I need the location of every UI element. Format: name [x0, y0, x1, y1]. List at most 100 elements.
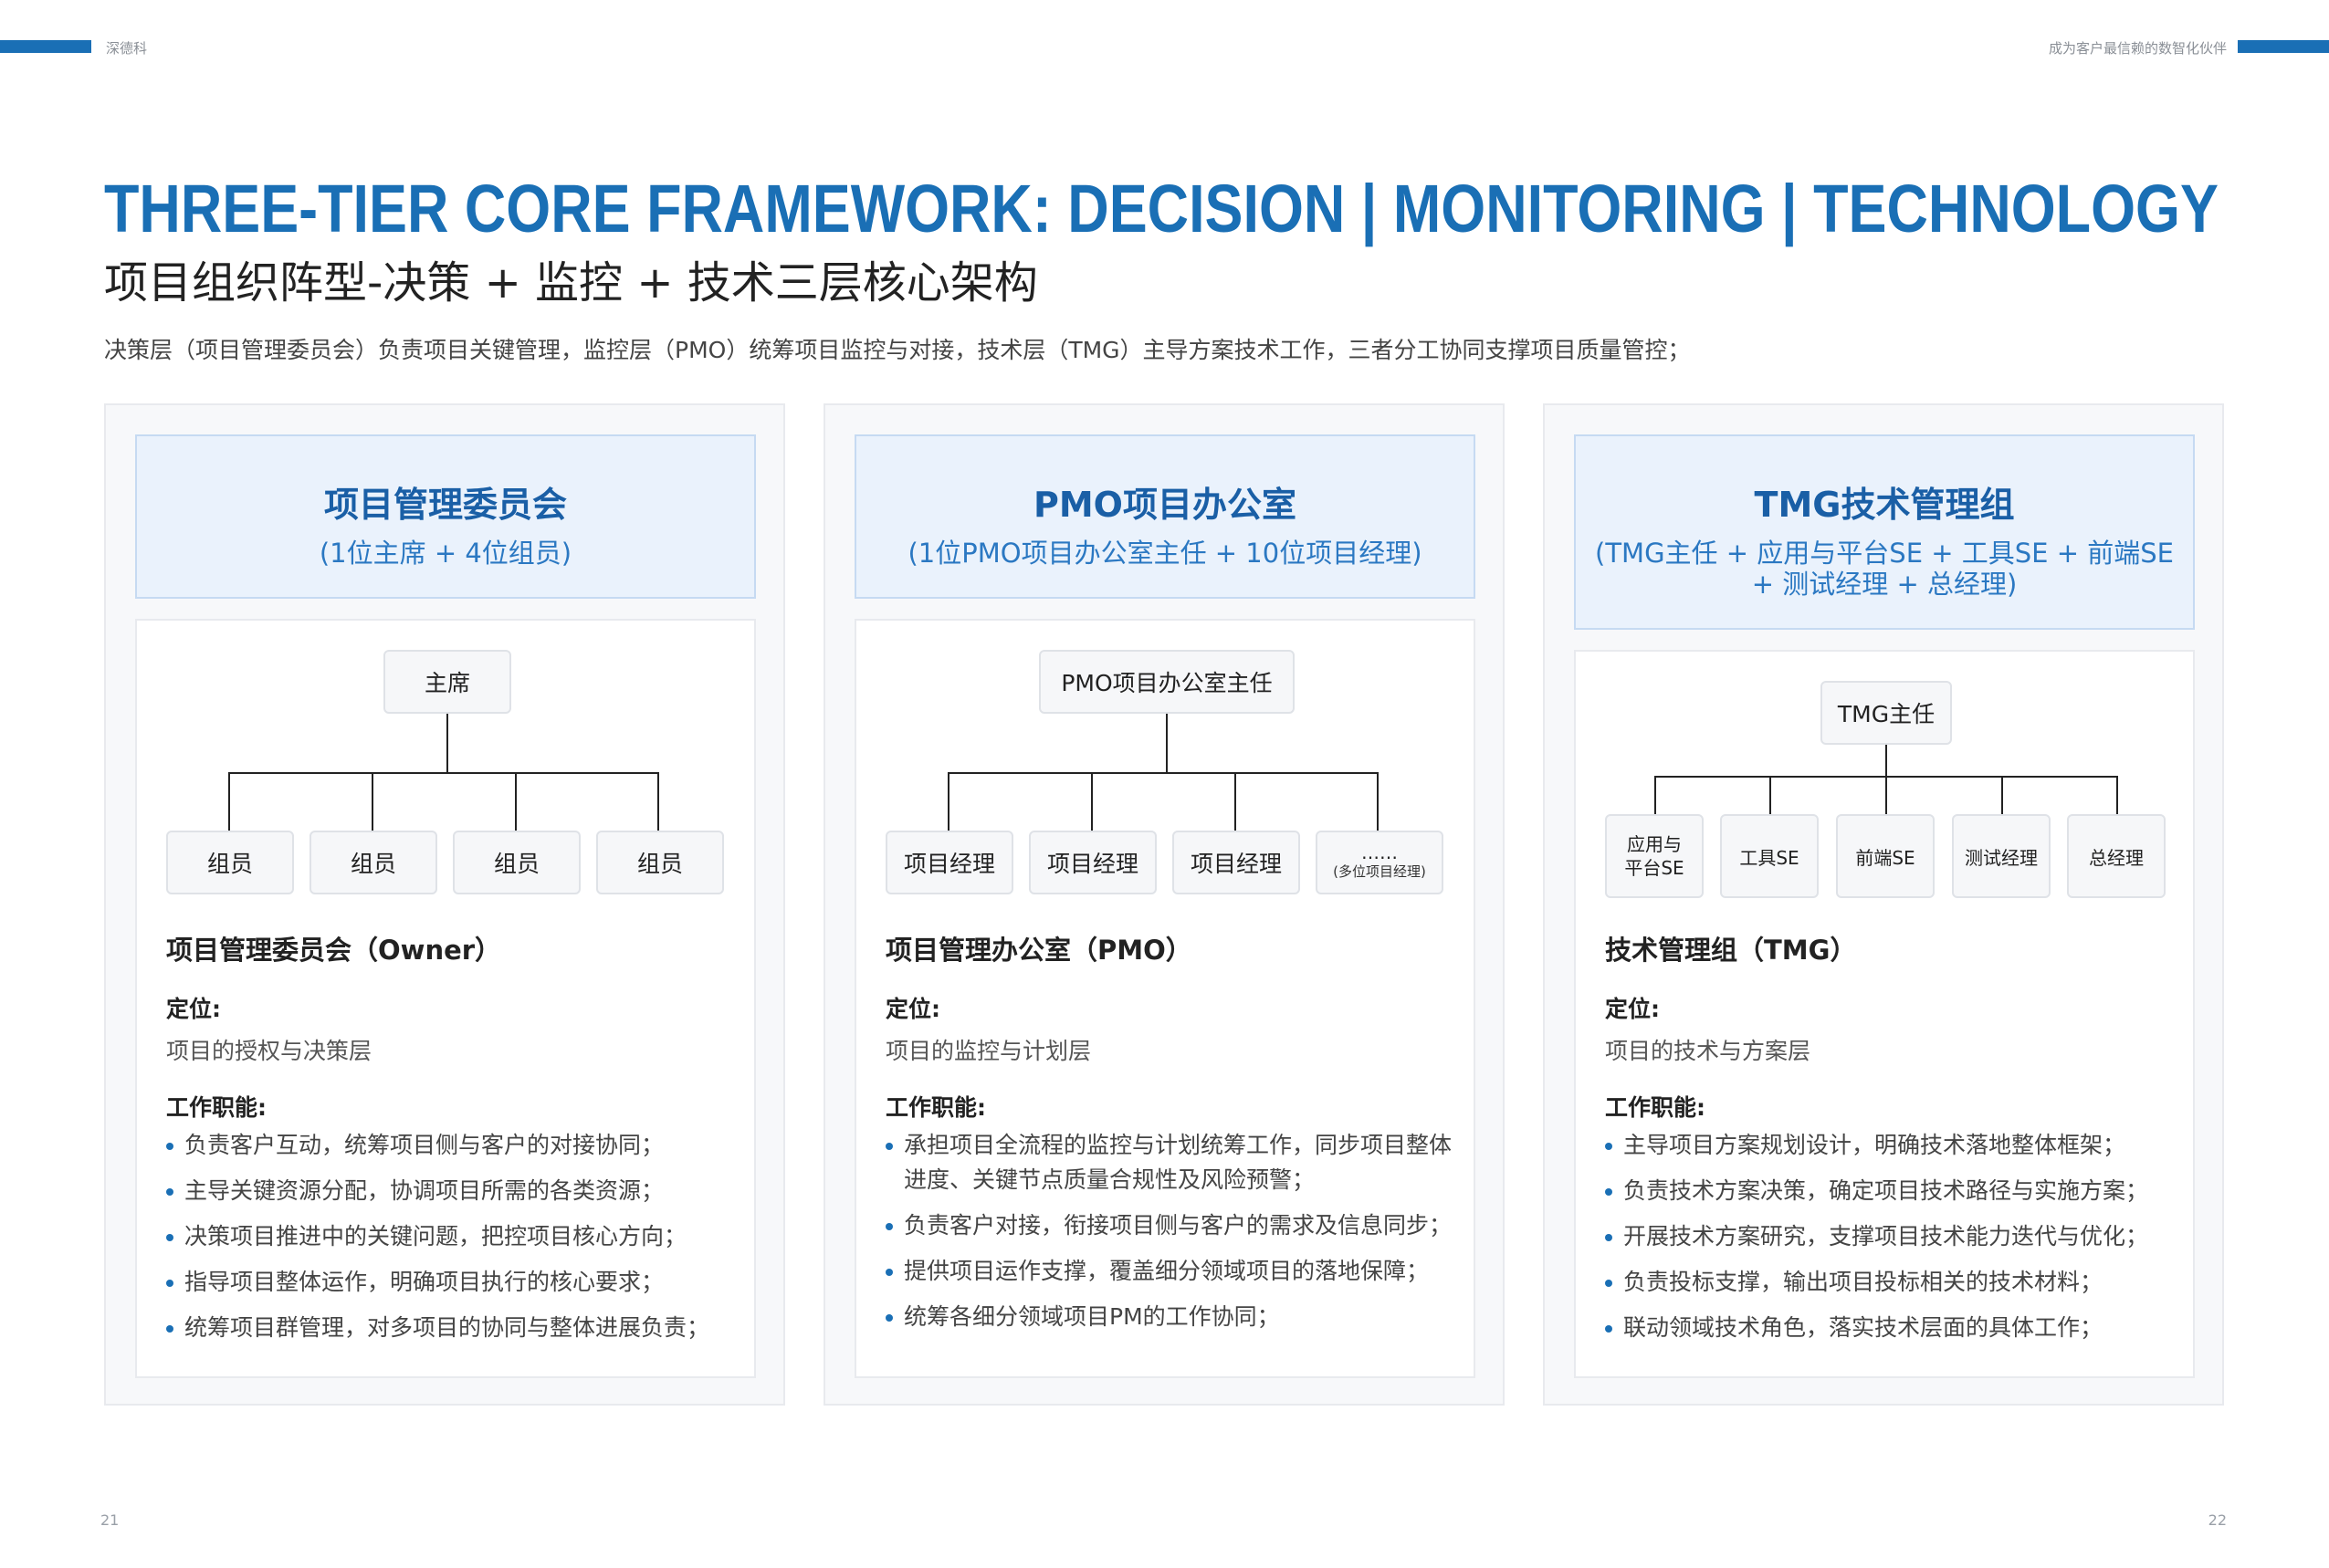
position-label: 定位:	[166, 996, 221, 1022]
org-node-top: 主席	[383, 650, 511, 714]
bullet-icon	[1605, 1280, 1612, 1287]
bullet-icon	[166, 1325, 173, 1333]
bullet-icon	[1605, 1143, 1612, 1150]
org-node-more: …… (多位项目经理)	[1316, 831, 1443, 894]
org-connector	[657, 772, 659, 831]
duties-label: 工作职能:	[886, 1094, 986, 1121]
org-connector	[948, 772, 949, 831]
list-item: 统筹各细分领域项目PM的工作协同；	[886, 1300, 1452, 1334]
list-item: 负责客户对接，衔接项目侧与客户的需求及信息同步；	[886, 1208, 1452, 1243]
org-connector	[1091, 772, 1093, 831]
column-title: 项目管理委员会	[323, 485, 567, 525]
org-connector	[372, 772, 373, 831]
list-item: 开展技术方案研究，支撑项目技术能力迭代与优化；	[1605, 1219, 2171, 1254]
column-subtitle: (TMG主任 + 应用与平台SE + 工具SE + 前端SE + 测试经理 + …	[1595, 538, 2174, 600]
header-accent-bar-left	[0, 40, 91, 53]
bullet-icon	[886, 1143, 893, 1150]
role-title: 项目管理委员会（Owner）	[166, 935, 502, 966]
position-label: 定位:	[886, 996, 940, 1022]
bullet-icon	[166, 1280, 173, 1287]
bullet-icon	[166, 1143, 173, 1150]
org-connector	[2001, 776, 2003, 814]
bullet-icon	[166, 1234, 173, 1241]
bullet-icon	[1605, 1325, 1612, 1333]
column-body: PMO项目办公室主任 项目经理 项目经理 项目经理 …… (多位项目经理) 项目…	[855, 619, 1475, 1378]
org-connector	[1234, 772, 1236, 831]
more-ellipsis: ……	[1361, 841, 1398, 863]
column-body: TMG主任 应用与平台SE 工具SE 前端SE 测试经理 总经理 技术管理组（T…	[1574, 650, 2195, 1378]
column-tmg: TMG技术管理组 (TMG主任 + 应用与平台SE + 工具SE + 前端SE …	[1543, 403, 2224, 1406]
list-item: 负责投标支撑，输出项目投标相关的技术材料；	[1605, 1265, 2171, 1300]
column-subtitle: (1位PMO项目办公室主任 + 10位项目经理)	[907, 538, 1422, 569]
header-brand: 深德科	[106, 40, 148, 57]
org-chart: PMO项目办公室主任 项目经理 项目经理 项目经理 …… (多位项目经理)	[856, 621, 1477, 913]
column-header: TMG技术管理组 (TMG主任 + 应用与平台SE + 工具SE + 前端SE …	[1574, 434, 2195, 630]
org-connector	[948, 772, 1379, 774]
list-item: 决策项目推进中的关键问题，把控项目核心方向；	[166, 1219, 732, 1254]
bullet-icon	[1605, 1188, 1612, 1196]
role-title: 技术管理组（TMG）	[1605, 935, 1857, 966]
list-item: 联动领域技术角色，落实技术层面的具体工作；	[1605, 1311, 2171, 1345]
position-value: 项目的监控与计划层	[886, 1038, 1092, 1064]
list-item: 指导项目整体运作，明确项目执行的核心要求；	[166, 1265, 732, 1300]
column-subtitle: (1位主席 + 4位组员)	[319, 538, 572, 569]
list-item: 统筹项目群管理，对多项目的协同与整体进展负责；	[166, 1311, 732, 1345]
list-item: 负责技术方案决策，确定项目技术路径与实施方案；	[1605, 1174, 2171, 1208]
bullet-icon	[166, 1188, 173, 1196]
page-description: 决策层（项目管理委员会）负责项目关键管理，监控层（PMO）统筹项目监控与对接，技…	[104, 337, 1691, 363]
page-number-right: 22	[2208, 1511, 2227, 1529]
page-title-cn: 项目组织阵型-决策 + 监控 + 技术三层核心架构	[104, 257, 1038, 308]
position-value: 项目的授权与决策层	[166, 1038, 372, 1064]
org-node-child: 工具SE	[1720, 814, 1819, 898]
column-committee: 项目管理委员会 (1位主席 + 4位组员) 主席 组员 组员 组员 组员 项目管…	[104, 403, 785, 1406]
column-title: TMG技术管理组	[1754, 485, 2015, 525]
position-value: 项目的技术与方案层	[1605, 1038, 1811, 1064]
header-accent-bar-right	[2238, 40, 2329, 53]
org-node-child: 总经理	[2067, 814, 2166, 898]
column-body: 主席 组员 组员 组员 组员 项目管理委员会（Owner） 定位: 项目的授权与…	[135, 619, 756, 1378]
duties-label: 工作职能:	[1605, 1094, 1705, 1121]
bullet-icon	[886, 1314, 893, 1322]
header-slogan: 成为客户最信赖的数智化伙伴	[2048, 40, 2227, 57]
column-title: PMO项目办公室	[1033, 485, 1296, 525]
org-chart: 主席 组员 组员 组员 组员	[137, 621, 758, 913]
duties-label: 工作职能:	[166, 1094, 267, 1121]
bullet-icon	[1605, 1234, 1612, 1241]
org-connector	[446, 714, 448, 774]
org-connector	[1654, 776, 1656, 814]
org-chart: TMG主任 应用与平台SE 工具SE 前端SE 测试经理 总经理	[1576, 652, 2197, 944]
more-note: (多位项目经理)	[1333, 863, 1426, 880]
org-connector	[1377, 772, 1379, 831]
org-connector	[1166, 714, 1168, 774]
org-node-top: TMG主任	[1820, 681, 1952, 745]
bullet-icon	[886, 1269, 893, 1276]
org-connector	[228, 772, 230, 831]
duties-list: 承担项目全流程的监控与计划统筹工作，同步项目整体进度、关键节点质量合规性及风险预…	[886, 1128, 1452, 1345]
org-connector	[1885, 745, 1887, 778]
org-node-child: 前端SE	[1836, 814, 1935, 898]
list-item: 负责客户互动，统筹项目侧与客户的对接协同；	[166, 1128, 732, 1163]
role-title: 项目管理办公室（PMO）	[886, 935, 1192, 966]
list-item: 承担项目全流程的监控与计划统筹工作，同步项目整体进度、关键节点质量合规性及风险预…	[886, 1128, 1452, 1197]
org-node-child: 项目经理	[1029, 831, 1157, 894]
org-node-child: 组员	[453, 831, 581, 894]
page-title-en: THREE-TIER CORE FRAMEWORK: DECISION | MO…	[104, 171, 2219, 246]
list-item: 主导项目方案规划设计，明确技术落地整体框架；	[1605, 1128, 2171, 1163]
column-pmo: PMO项目办公室 (1位PMO项目办公室主任 + 10位项目经理) PMO项目办…	[824, 403, 1505, 1406]
column-header: 项目管理委员会 (1位主席 + 4位组员)	[135, 434, 756, 599]
org-node-child: 测试经理	[1952, 814, 2051, 898]
org-connector	[515, 772, 517, 831]
org-node-child: 项目经理	[886, 831, 1013, 894]
org-node-child: 应用与平台SE	[1605, 814, 1704, 898]
list-item: 提供项目运作支撑，覆盖细分领域项目的落地保障；	[886, 1254, 1452, 1289]
org-node-top: PMO项目办公室主任	[1039, 650, 1295, 714]
org-connector	[228, 772, 659, 774]
org-node-child: 组员	[166, 831, 294, 894]
org-connector	[1769, 776, 1771, 814]
org-connector	[2116, 776, 2118, 814]
page-number-left: 21	[100, 1511, 120, 1529]
org-node-child: 项目经理	[1172, 831, 1300, 894]
column-header: PMO项目办公室 (1位PMO项目办公室主任 + 10位项目经理)	[855, 434, 1475, 599]
position-label: 定位:	[1605, 996, 1660, 1022]
org-node-child: 组员	[596, 831, 724, 894]
